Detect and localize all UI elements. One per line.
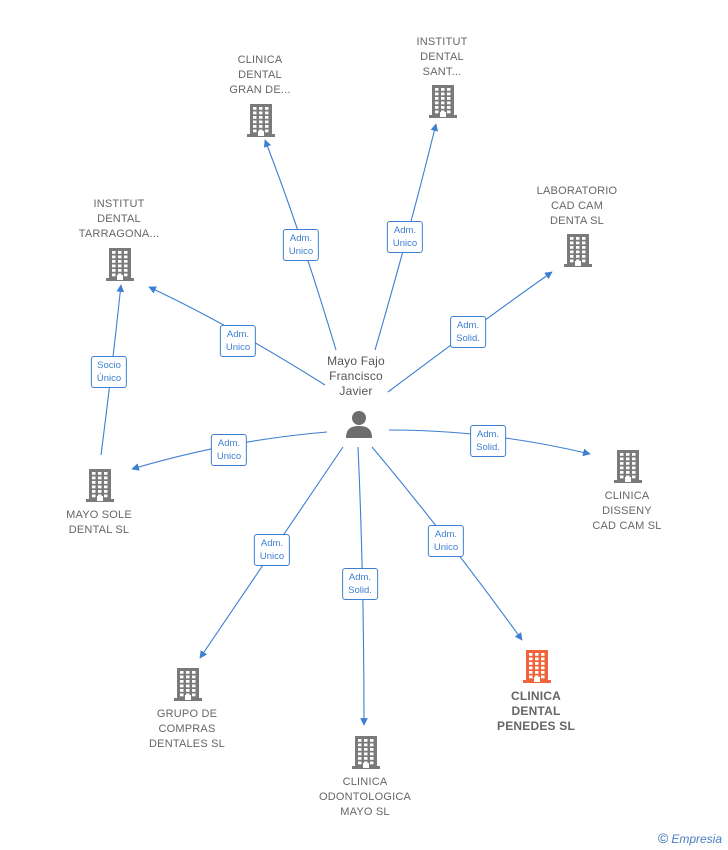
company-label[interactable]: MAYO SOLE DENTAL SL (34, 508, 164, 538)
company-label-line: INSTITUT (93, 198, 145, 210)
relation-badge-line: Solid. (348, 585, 372, 596)
company-label-line: DENTAL (238, 69, 282, 81)
company-label-line: CLINICA (342, 776, 388, 788)
person-label-line: Mayo Fajo (327, 354, 385, 368)
company-label[interactable]: INSTITUT DENTAL TARRAGONA... (54, 197, 184, 242)
building-icon (521, 648, 553, 684)
relation-badge-line: Socio (97, 360, 121, 371)
company-label-line: DENTAL (511, 704, 561, 718)
relation-badge-line: Adm. (393, 225, 417, 236)
company-label-line: PENEDES SL (496, 719, 576, 733)
relation-badge-line: Solid. (476, 442, 500, 453)
building-icon (427, 83, 459, 119)
relation-badge-odonto[interactable]: Adm. Solid. (342, 568, 378, 600)
company-label-line: MAYO SOLE (66, 509, 132, 521)
relation-badge-line: Adm. (434, 529, 458, 540)
company-label[interactable]: INSTITUT DENTAL SANT... (377, 35, 507, 80)
relation-badge-line: Unico (288, 246, 314, 257)
person-label-line: Javier (339, 384, 373, 398)
building-icon (245, 102, 277, 138)
relation-badge-gran[interactable]: Adm. Unico (282, 229, 320, 261)
company-label-line: DENTAL SL (68, 524, 130, 536)
relation-badge-line: Unico (216, 451, 242, 462)
company-label-line: GRUPO DE (156, 708, 218, 720)
building-icon (84, 467, 116, 503)
company-label-line: CLINICA (237, 54, 283, 66)
relation-badge-line: Adm. (289, 233, 313, 244)
company-label-line: DENTAL (97, 213, 141, 225)
relation-badge-line: Único (96, 373, 122, 384)
building-icon (612, 448, 644, 484)
building-icon (172, 666, 204, 702)
relation-badge-lab[interactable]: Adm. Solid. (450, 316, 486, 348)
relation-badge-mayosole[interactable]: Adm. Unico (210, 434, 248, 466)
person-label-line: Francisco (329, 369, 383, 383)
company-label-line: SANT... (422, 66, 462, 78)
relation-badge-line: Adm. (476, 429, 500, 440)
relation-badge-sant[interactable]: Adm. Unico (386, 221, 424, 253)
relation-badge-line: Unico (392, 238, 418, 249)
brand-name: Empresia (671, 832, 722, 846)
company-label-line: DENTA SL (550, 215, 604, 227)
company-label-line: DISSENY (602, 505, 652, 517)
relation-badge-line: Unico (259, 551, 285, 562)
relation-badge-tarr[interactable]: Adm. Unico (219, 325, 257, 357)
relation-badge-line: Unico (433, 542, 459, 553)
company-label[interactable]: CLINICA ODONTOLOGICA MAYO SL (300, 775, 430, 820)
company-label[interactable]: CLINICA DISSENY CAD CAM SL (562, 489, 692, 534)
company-label-line: ODONTOLOGICA (318, 791, 412, 803)
relation-badge-grupo[interactable]: Adm. Unico (253, 534, 291, 566)
company-label-line: INSTITUT (416, 36, 468, 48)
company-label-line: COMPRAS (158, 723, 216, 735)
company-label[interactable]: CLINICA DENTAL GRAN DE... (195, 53, 325, 98)
company-label-line: DENTALES SL (149, 738, 225, 750)
building-icon (350, 734, 382, 770)
relation-badge-line: Solid. (456, 333, 480, 344)
relation-badge-line: Unico (225, 342, 251, 353)
company-label[interactable]: GRUPO DE COMPRAS DENTALES SL (122, 707, 252, 752)
company-label-line: CLINICA (510, 689, 562, 703)
company-label-line: MAYO SL (340, 806, 390, 818)
relation-badge-penedes[interactable]: Adm. Unico (427, 525, 465, 557)
relation-badge-line: Adm. (348, 572, 372, 583)
company-label-line: GRAN DE... (229, 84, 291, 96)
company-label[interactable]: LABORATORIO CAD CAM DENTA SL (512, 184, 642, 229)
company-label-line: DENTAL (420, 51, 464, 63)
company-label-line: CAD CAM SL (592, 520, 662, 532)
relation-badge-line: Adm. (456, 320, 480, 331)
building-icon (104, 246, 136, 282)
company-label-line: CLINICA (604, 490, 650, 502)
relation-badge-line: Adm. (260, 538, 284, 549)
company-label-line: CAD CAM (550, 200, 604, 212)
relation-badge-line: Adm. (226, 329, 250, 340)
company-label-line: LABORATORIO (536, 185, 618, 197)
copyright-icon: © (657, 830, 669, 846)
building-icon (562, 232, 594, 268)
relation-badge-line: Adm. (217, 438, 241, 449)
brand-watermark: ©Empresia (658, 830, 722, 846)
company-label-line: TARRAGONA... (78, 228, 160, 240)
person-icon (343, 409, 375, 439)
relation-badge-disseny[interactable]: Adm. Solid. (470, 425, 506, 457)
